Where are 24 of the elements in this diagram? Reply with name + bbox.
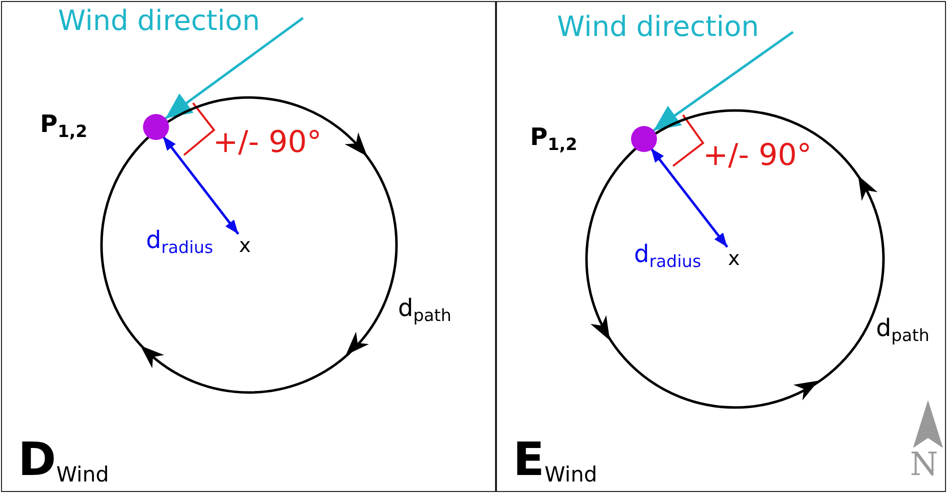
- panel: [496, 1, 946, 492]
- path-label: d$_{path}$: [398, 296, 452, 324]
- point-marker: [143, 114, 169, 140]
- angle-label: +/- 90°: [703, 141, 812, 171]
- circular-path: [100, 96, 398, 394]
- center-mark: x: [239, 235, 255, 255]
- point-label: P$_{1,2}$: [530, 125, 578, 153]
- path-label: d$_{path}$: [876, 316, 930, 344]
- edge-label: d$_{radius}$: [634, 242, 702, 270]
- arrow: [652, 30, 794, 132]
- center-mark: x: [728, 248, 744, 268]
- wind-direction-label: Wind direction: [557, 13, 759, 41]
- wind-direction-label: Wind direction: [58, 7, 260, 35]
- panel-label: E$_{Wind}$: [513, 436, 598, 486]
- point-marker: [631, 126, 657, 152]
- double-arrow: [650, 148, 728, 248]
- edge-label: d$_{radius}$: [146, 228, 214, 256]
- arrow: [164, 17, 304, 120]
- double-arrow: [162, 136, 240, 235]
- angle-label: +/- 90°: [213, 128, 322, 158]
- panel-label: D$_{Wind}$: [18, 436, 109, 486]
- north-label: N: [910, 448, 938, 480]
- panel: [1, 1, 496, 492]
- point-label: P$_{1,2}$: [40, 112, 88, 140]
